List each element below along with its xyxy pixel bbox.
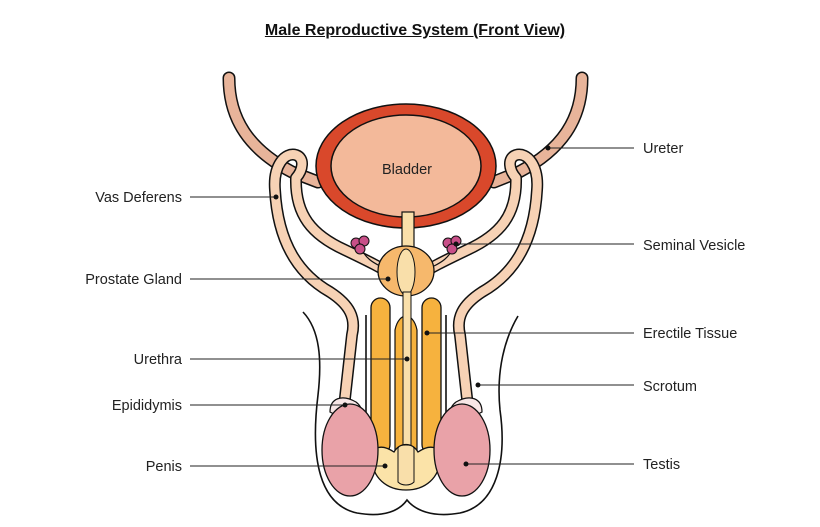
ureter-left: [222, 71, 325, 189]
label-seminal-vesicle: Seminal Vesicle: [643, 238, 745, 254]
testis-right: [433, 397, 491, 497]
urethra: [402, 291, 412, 461]
label-vas-deferens: Vas Deferens: [95, 190, 182, 206]
seminal-vesicle-right: [433, 235, 462, 267]
label-urethra: Urethra: [134, 352, 183, 368]
label-scrotum: Scrotum: [643, 379, 697, 395]
vas-deferens-left: [268, 148, 398, 404]
label-erectile-tissue: Erectile Tissue: [643, 326, 737, 342]
diagram-title: Male Reproductive System (Front View): [264, 22, 566, 39]
label-ureter: Ureter: [643, 141, 683, 157]
glans-urethra: [397, 444, 415, 486]
leader-lines: [190, 145, 634, 469]
ureter-right: [487, 71, 589, 189]
bladder: [315, 103, 497, 263]
testis-left: [321, 397, 379, 497]
scrotum-outline: [302, 311, 519, 516]
label-testis: Testis: [643, 457, 680, 473]
label-epididymis: Epididymis: [112, 398, 182, 414]
label-penis: Penis: [146, 459, 182, 475]
label-bladder: Bladder: [382, 162, 432, 178]
vas-deferens-right: [414, 148, 544, 404]
seminal-vesicle-left: [350, 235, 381, 267]
label-prostate-gland: Prostate Gland: [85, 272, 182, 288]
prostate-gland: [377, 245, 435, 297]
